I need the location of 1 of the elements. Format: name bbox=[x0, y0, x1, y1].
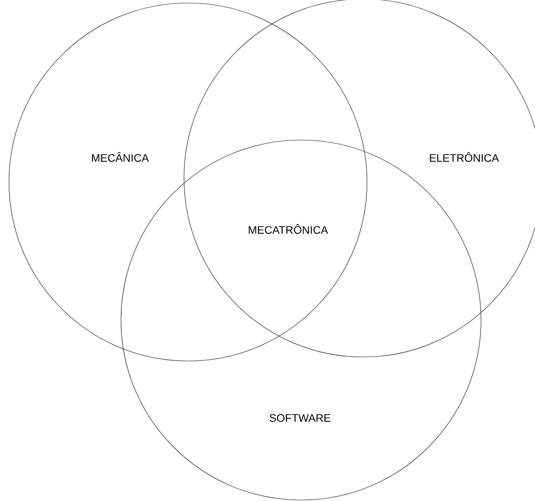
overlap-label: MECATRÔNICA bbox=[248, 224, 328, 234]
